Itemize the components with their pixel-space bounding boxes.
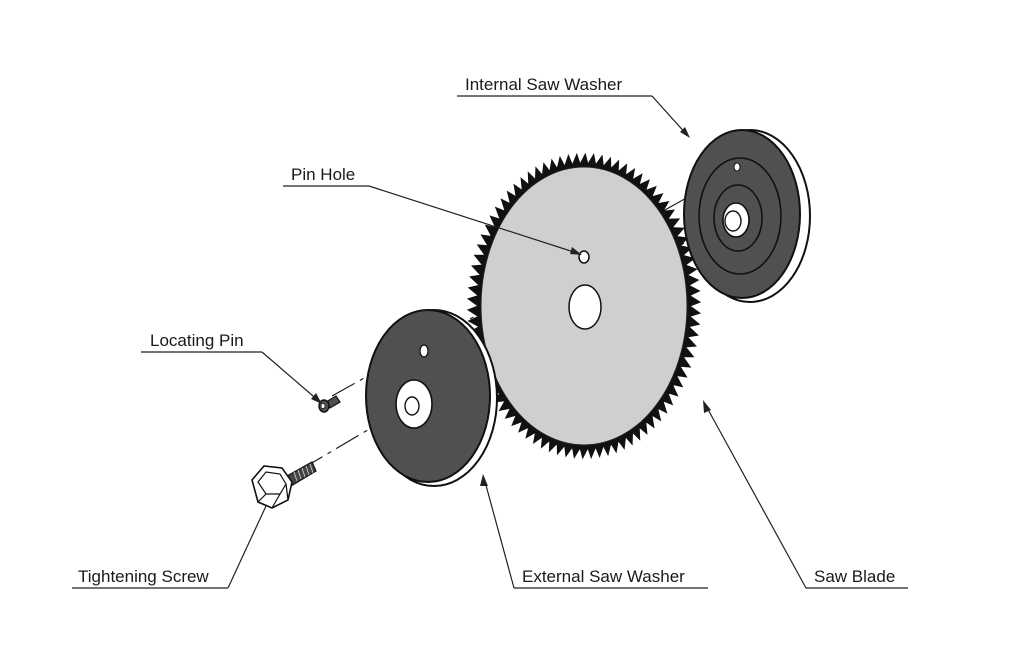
saw-blade bbox=[466, 152, 702, 460]
internal-saw-washer bbox=[683, 129, 811, 303]
locating-pin bbox=[318, 395, 341, 413]
hex-bolt-edge bbox=[271, 493, 281, 509]
saw-blade-arrow bbox=[703, 400, 711, 413]
external-washer-arrow bbox=[480, 474, 488, 486]
label-external-saw-washer: External Saw Washer bbox=[522, 567, 685, 586]
internal-washer-pin-hole bbox=[733, 162, 741, 172]
locating-pin-leader bbox=[261, 351, 321, 403]
label-internal-saw-washer: Internal Saw Washer bbox=[465, 75, 622, 94]
internal-washer-arrow bbox=[680, 127, 690, 138]
screw-thread-lines bbox=[293, 463, 314, 482]
external-washer-pin-hole bbox=[419, 344, 429, 358]
saw-blade-leader bbox=[704, 403, 807, 589]
leader-lines bbox=[72, 95, 908, 589]
callout-labels: Internal Saw Washer Pin Hole Locating Pi… bbox=[78, 75, 895, 586]
external-saw-washer bbox=[365, 309, 498, 487]
saw-blade-arbor-hole bbox=[568, 284, 602, 330]
pin-hole-leader bbox=[368, 185, 581, 255]
internal-washer-bore bbox=[724, 210, 742, 232]
external-washer-leader bbox=[483, 477, 515, 589]
internal-washer-step-inner bbox=[713, 184, 763, 252]
locating-pin-socket bbox=[320, 403, 326, 409]
pin-hole bbox=[578, 250, 590, 264]
internal-washer-step-outer bbox=[698, 157, 782, 275]
internal-washer-leader bbox=[651, 95, 689, 137]
hex-bolt-edge bbox=[285, 483, 289, 501]
external-washer-bore bbox=[404, 396, 420, 416]
label-locating-pin: Locating Pin bbox=[150, 331, 244, 350]
hex-bolt-edge bbox=[257, 493, 267, 503]
label-pin-hole: Pin Hole bbox=[291, 165, 355, 184]
label-tightening-screw: Tightening Screw bbox=[78, 567, 209, 586]
locating-pin-arrow bbox=[311, 393, 322, 404]
label-saw-blade: Saw Blade bbox=[814, 567, 895, 586]
pin-hole-arrow bbox=[570, 247, 582, 255]
tightening-screw-leader bbox=[227, 505, 267, 589]
tightening-screw bbox=[251, 461, 317, 509]
